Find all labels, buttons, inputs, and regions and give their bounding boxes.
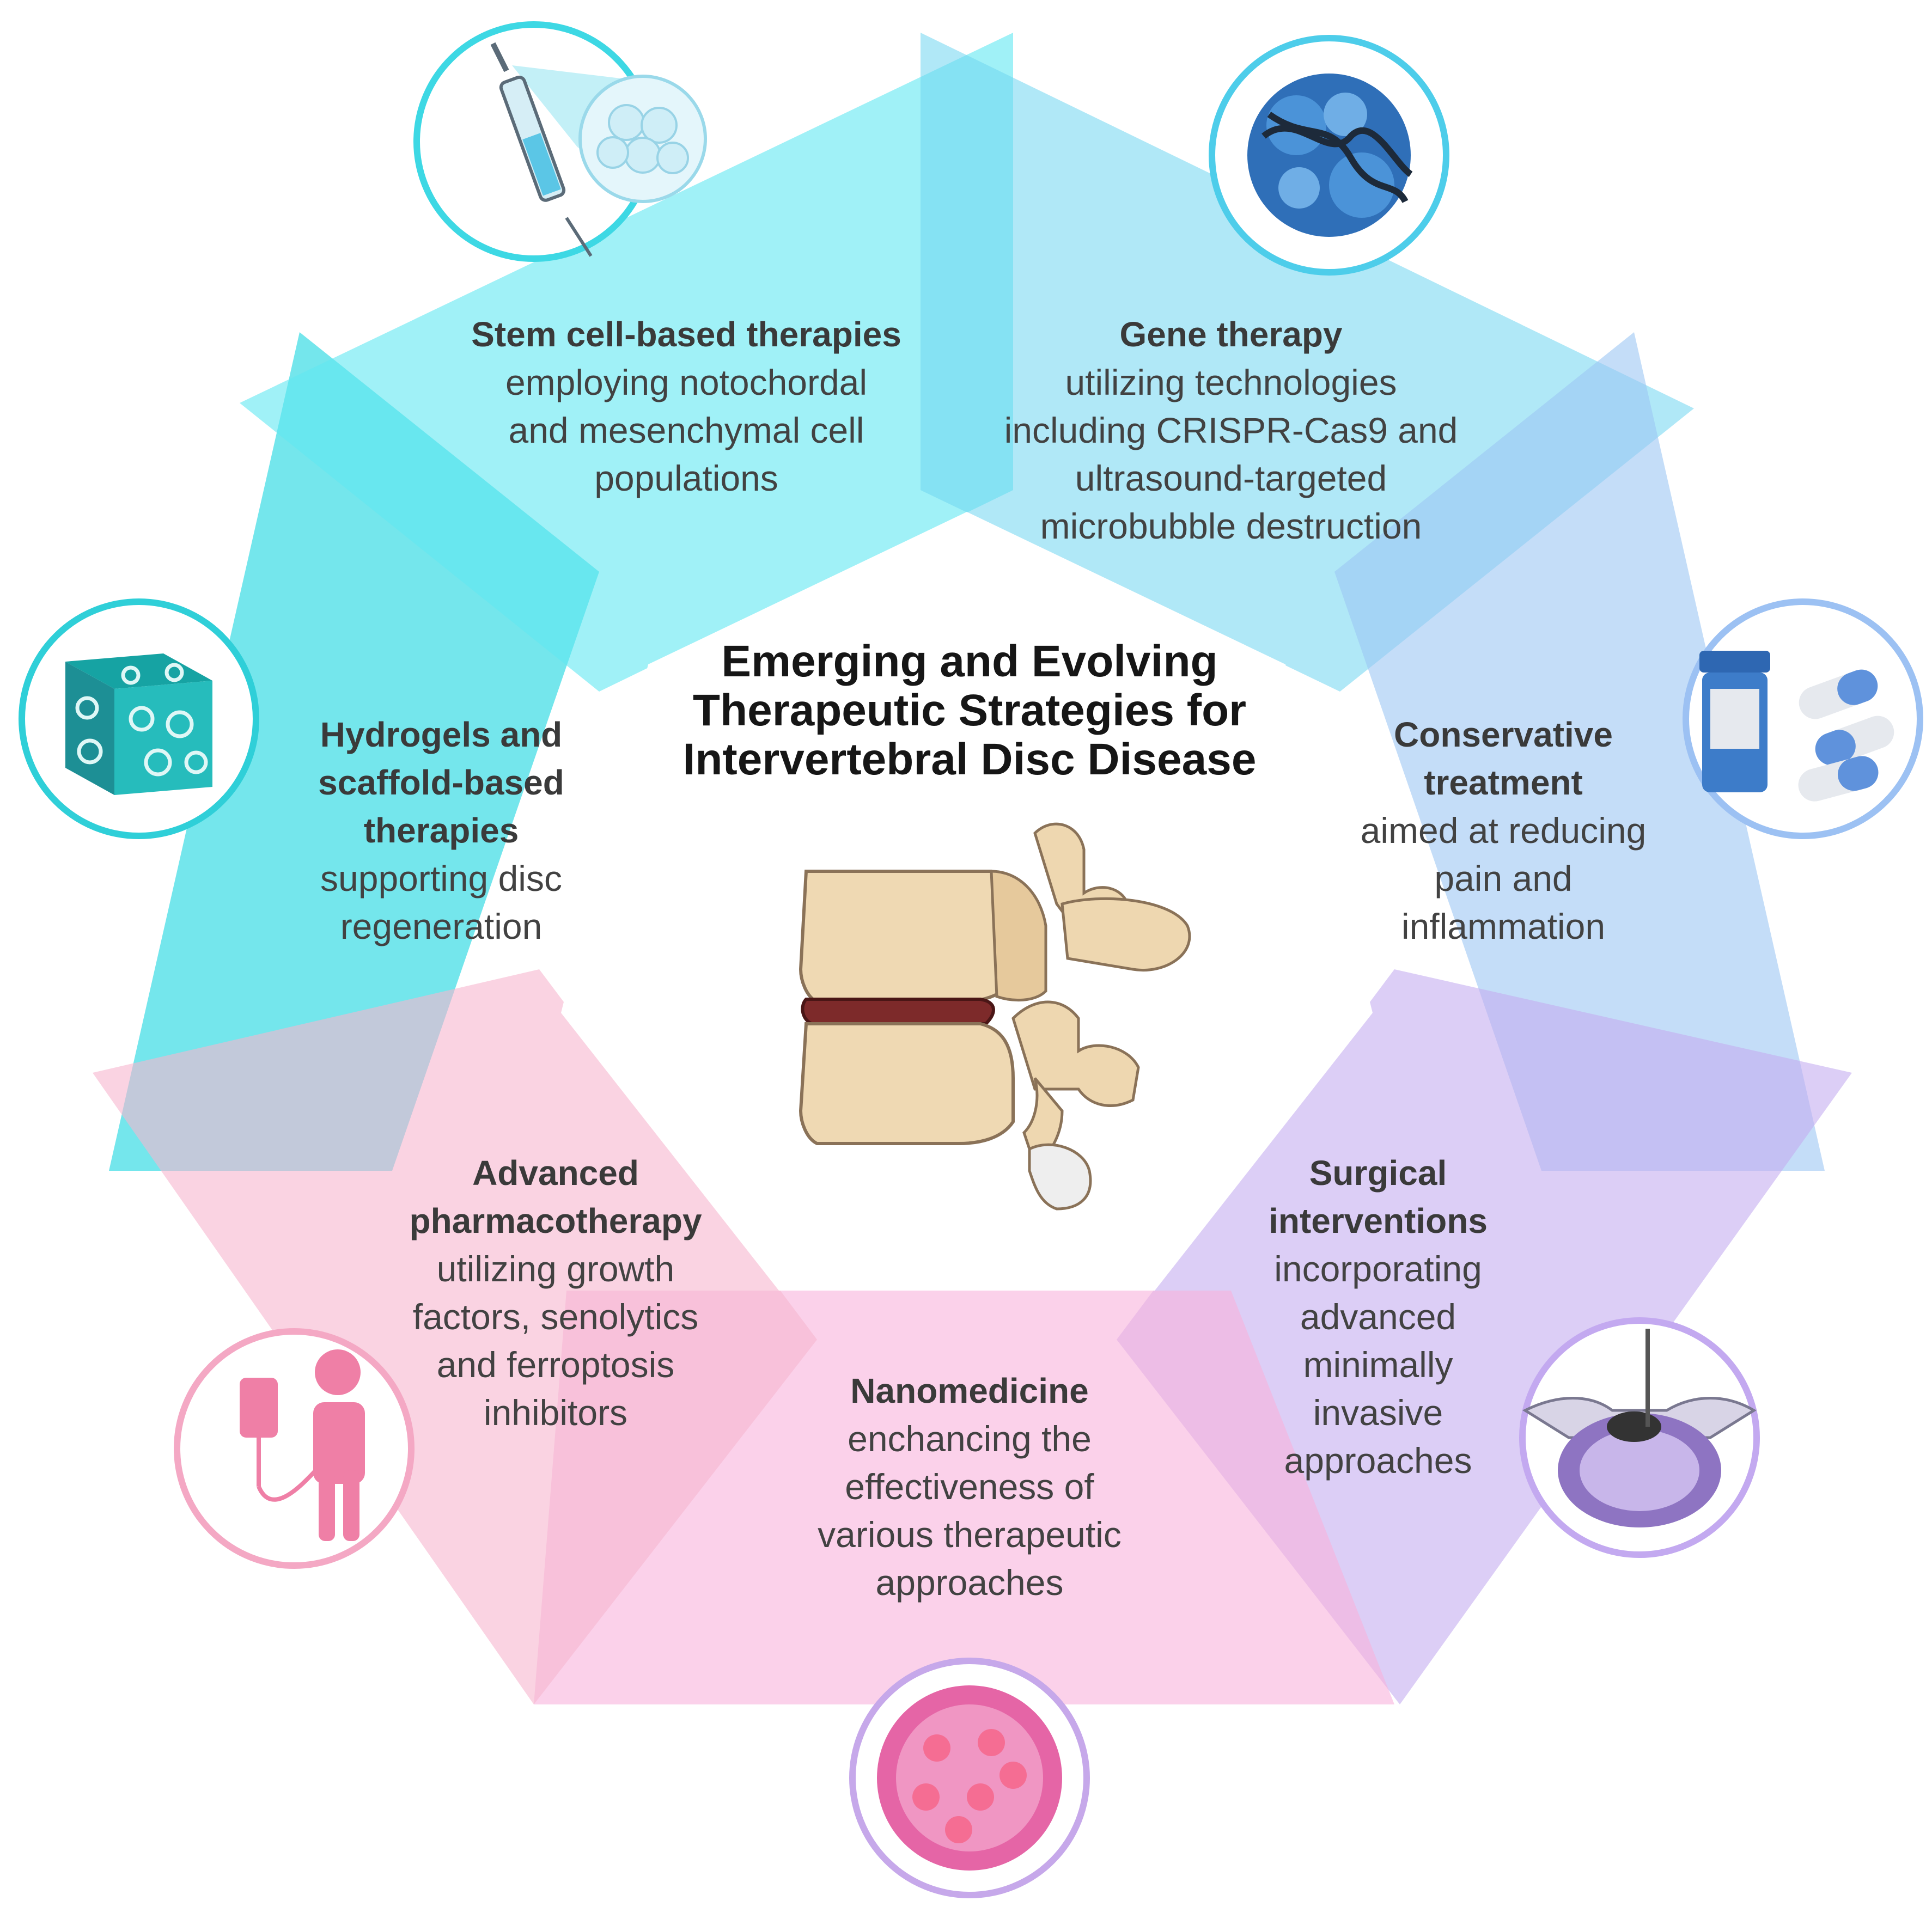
label-conservative-body-3: inflammation [1401,906,1606,946]
label-hydrogel-body-1: supporting disc [320,858,562,899]
label-nano-heading: Nanomedicine [850,1371,1089,1410]
label-stem-body-2: and mesenchymal cell [508,410,864,450]
label-hydrogel: Hydrogels and scaffold-based therapies s… [272,711,610,950]
label-surgical-body-4: invasive [1313,1392,1443,1433]
label-gene-body-3: ultrasound-targeted [1075,458,1387,498]
label-pharma-body-2: factors, senolytics [412,1297,699,1337]
stem-cell-syringe-icon [413,21,707,262]
label-surgical-body-5: approaches [1284,1440,1472,1481]
title-line-2: Therapeutic Strategies for [692,686,1247,735]
label-gene-body-1: utilizing technologies [1065,362,1397,402]
vertebra-surgery-icon [1519,1317,1760,1558]
label-surgical-body-1: incorporating [1274,1249,1482,1289]
label-surgical: Surgical interventions incorporating adv… [1215,1149,1541,1484]
label-pharma-body-4: inhibitors [483,1392,628,1433]
label-conservative-body-2: pain and [1434,858,1573,899]
nanoparticle-cell-icon [849,1658,1090,1898]
diagram-title: Emerging and Evolving Therapeutic Strate… [643,637,1296,784]
pill-bottle-icon [1683,598,1923,839]
label-pharma-heading-1: Advanced [472,1153,639,1193]
label-gene: Gene therapy utilizing technologies incl… [959,310,1503,550]
label-conservative-heading-2: treatment [1424,763,1583,802]
label-stem-body-1: employing notochordal [505,362,868,402]
label-stem-body-3: populations [594,458,778,498]
label-conservative-body-1: aimed at reducing [1360,810,1647,851]
label-stem: Stem cell-based therapies employing noto… [414,310,959,502]
label-pharma-body-1: utilizing growth [436,1249,675,1289]
title-line-1: Emerging and Evolving [721,637,1218,686]
label-nano-body-2: effectiveness of [845,1466,1094,1507]
label-nano-body-1: enchancing the [848,1419,1092,1459]
segment-band-pharma [93,969,817,1704]
label-conservative-heading-1: Conservative [1394,715,1613,754]
label-hydrogel-heading-1: Hydrogels and [320,715,563,754]
label-gene-body-4: microbubble destruction [1040,506,1422,546]
label-conservative: Conservative treatment aimed at reducing… [1329,711,1678,950]
label-surgical-body-3: minimally [1303,1344,1453,1385]
label-surgical-heading-1: Surgical [1309,1153,1447,1193]
label-pharma-body-3: and ferroptosis [436,1344,675,1385]
label-hydrogel-heading-2: scaffold-based [318,763,564,802]
label-pharma-heading-2: pharmacotherapy [409,1201,702,1240]
label-surgical-body-2: advanced [1300,1297,1456,1337]
hydrogel-scaffold-icon [19,598,259,839]
label-hydrogel-heading-3: therapies [363,811,519,850]
iv-drip-patient-icon [174,1328,415,1569]
lumbar-spine-disc-icon [799,822,1191,1211]
label-nano: Nanomedicine enchancing the effectivenes… [763,1367,1177,1606]
label-pharma: Advanced pharmacotherapy utilizing growt… [381,1149,730,1437]
label-surgical-heading-2: interventions [1269,1201,1488,1240]
label-nano-body-4: approaches [875,1562,1064,1603]
label-gene-heading: Gene therapy [1119,315,1343,354]
segment-band-stem [240,33,1013,692]
segment-band-conservative [1334,332,1825,1171]
label-gene-body-2: including CRISPR-Cas9 and [1004,410,1458,450]
title-line-3: Intervertebral Disc Disease [682,735,1257,784]
label-stem-heading: Stem cell-based therapies [471,315,901,354]
dna-particle-icon [1209,35,1449,276]
label-hydrogel-body-2: regeneration [340,906,543,946]
label-nano-body-3: various therapeutic [818,1514,1122,1555]
